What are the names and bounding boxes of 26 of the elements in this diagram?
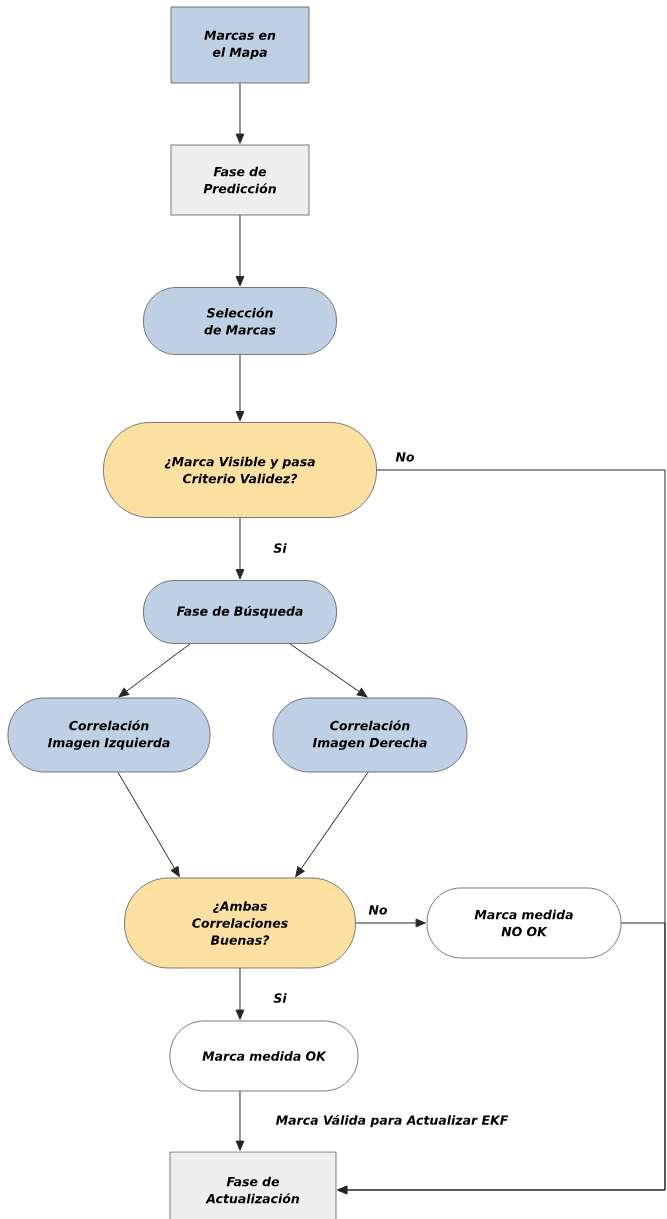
rounded-process-box: Correlación Imagen Derecha xyxy=(272,697,468,773)
rounded-process-box: Marca medida NO OK xyxy=(426,887,622,959)
arrow xyxy=(337,922,666,1195)
arrow xyxy=(289,643,368,698)
edge-label: No xyxy=(367,904,389,916)
process-box: Marcas en el Mapa xyxy=(170,6,310,84)
process-box: Fase de Actualización xyxy=(169,1151,337,1219)
arrow xyxy=(235,1090,245,1151)
arrow xyxy=(235,82,245,144)
rounded-process-box: Correlación Imagen Izquierda xyxy=(7,697,211,773)
arrow xyxy=(235,967,245,1020)
rounded-process-box: Fase de Búsqueda xyxy=(143,580,337,644)
arrow xyxy=(295,771,369,877)
edge-label: Si xyxy=(272,542,288,554)
edge-label: No xyxy=(394,451,416,463)
edge-label: Marca Válida para Actualizar EKF xyxy=(274,1113,510,1129)
arrow xyxy=(118,643,191,698)
arrow xyxy=(355,918,426,928)
arrow xyxy=(235,517,245,580)
edge-label: Si xyxy=(272,992,288,1004)
rounded-process-box: Selección de Marcas xyxy=(143,287,337,355)
process-box: Fase de Predicción xyxy=(170,144,310,216)
arrow xyxy=(235,354,245,422)
rounded-process-box: Marca medida OK xyxy=(169,1020,359,1092)
arrow xyxy=(235,214,245,287)
arrow xyxy=(117,771,180,877)
